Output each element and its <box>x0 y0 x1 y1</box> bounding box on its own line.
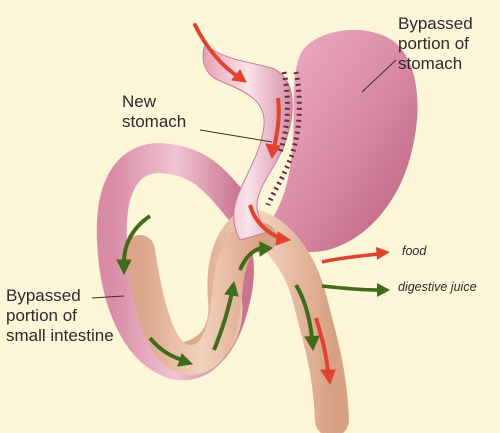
label-bypassed-intestine-line1: Bypassed <box>6 286 81 305</box>
legend-food-arrow <box>321 247 390 264</box>
label-new-stomach-line2: stomach <box>122 112 187 131</box>
label-bypassed-intestine: Bypassed portion of small intestine <box>6 286 114 346</box>
label-bypassed-intestine-line3: small intestine <box>6 326 114 345</box>
bypassed-stomach-shape <box>270 29 418 252</box>
label-bypassed-stomach-line1: Bypassed <box>398 14 473 33</box>
label-bypassed-stomach-line2: portion of <box>398 34 469 53</box>
label-bypassed-intestine-line2: portion of <box>6 306 77 325</box>
legend-juice-label: digestive juice <box>398 280 477 294</box>
label-bypassed-stomach-line3: stomach <box>398 54 463 73</box>
leader-bypassed-stomach <box>361 59 397 93</box>
legend-food-label: food <box>402 244 427 258</box>
label-new-stomach-line1: New <box>122 92 157 111</box>
label-bypassed-stomach: Bypassed portion of stomach <box>398 14 473 74</box>
label-new-stomach: New stomach <box>122 92 186 132</box>
leader-bypassed-intestine <box>91 295 125 299</box>
leader-new-stomach <box>199 129 273 143</box>
legend-juice-arrow <box>321 283 390 297</box>
staple-line <box>265 71 302 206</box>
food-arrows <box>193 23 336 386</box>
digestive-juice-arrows <box>116 214 320 367</box>
